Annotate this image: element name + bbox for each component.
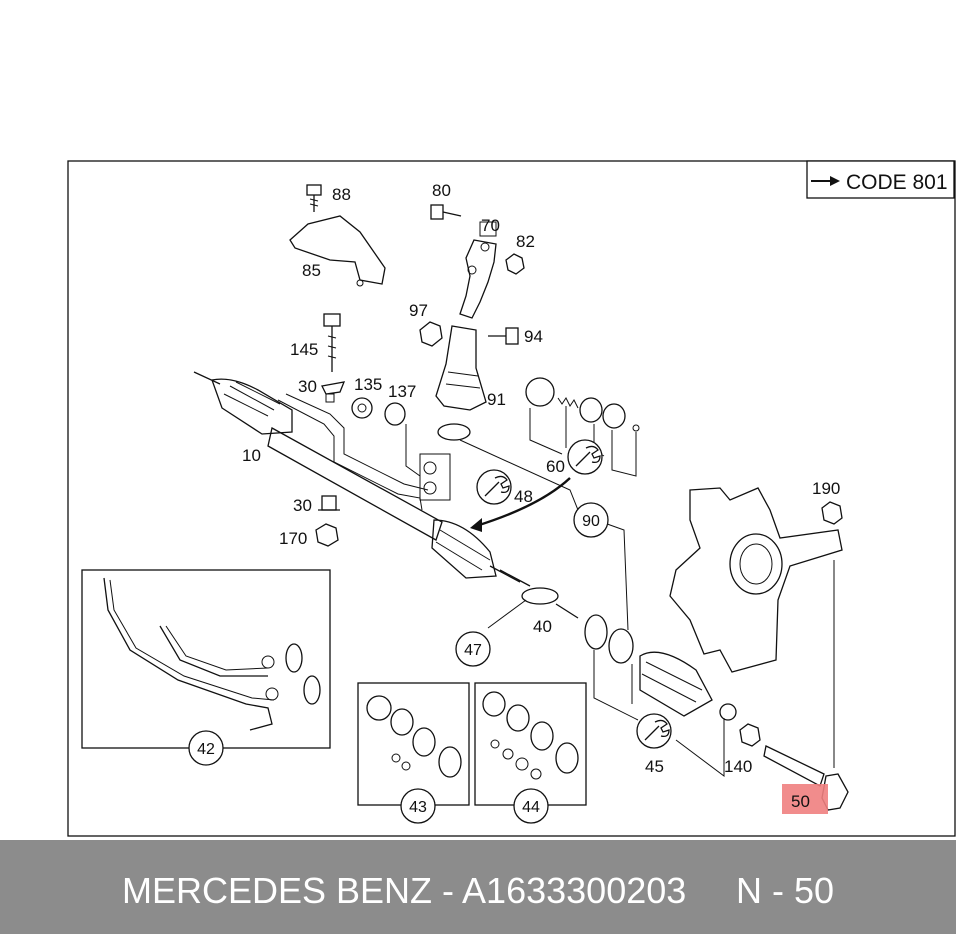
part-140-clamp <box>719 703 737 721</box>
part-190-nut <box>821 501 843 525</box>
part-45-boot <box>639 651 713 717</box>
label-30-bottom: 30 <box>293 496 312 515</box>
wrench-icon <box>567 439 603 475</box>
part-30-clip <box>321 381 346 395</box>
part-44-seal-kit-box <box>474 682 587 806</box>
label-70: 70 <box>481 216 500 235</box>
callout-47: 47 <box>455 631 491 667</box>
callout-44: 44 <box>513 788 549 824</box>
label-94: 94 <box>524 327 543 346</box>
highlight-part-50 <box>782 784 828 814</box>
part-washer <box>437 423 471 441</box>
label-91: 91 <box>487 390 506 409</box>
steering-knuckle <box>669 487 843 673</box>
wrench-icon <box>476 469 512 505</box>
label-30-top: 30 <box>298 377 317 396</box>
label-82: 82 <box>516 232 535 251</box>
part-cap <box>525 377 555 407</box>
label-135: 135 <box>354 375 382 394</box>
part-ring <box>579 397 603 423</box>
diagram-frame <box>67 160 956 837</box>
part-91-boot <box>435 325 487 411</box>
part-137-seal <box>384 402 406 426</box>
label-60: 60 <box>546 457 565 476</box>
part-spring <box>557 397 579 409</box>
part-145-bolt <box>323 313 341 372</box>
part-135-fitting <box>351 397 373 419</box>
label-145: 145 <box>290 340 318 359</box>
part-seal <box>602 403 626 429</box>
label-10: 10 <box>242 446 261 465</box>
part-94-bolt <box>488 327 519 345</box>
label-137: 137 <box>388 382 416 401</box>
code-box-label: CODE 801 <box>846 171 948 194</box>
part-82-nut <box>505 253 525 275</box>
part-30-bushing <box>318 495 340 511</box>
part-boot-ring <box>584 614 608 650</box>
label-42: 42 <box>197 741 215 758</box>
label-90: 90 <box>582 513 600 530</box>
label-43: 43 <box>409 799 427 816</box>
label-40: 40 <box>533 617 552 636</box>
label-80: 80 <box>432 181 451 200</box>
arrow-right-icon <box>830 176 840 186</box>
part-97-nut <box>419 321 443 347</box>
label-44: 44 <box>522 799 540 816</box>
label-88: 88 <box>332 185 351 204</box>
part-70-steering-joint <box>459 239 497 319</box>
label-140: 140 <box>724 757 752 776</box>
footer-part-number: MERCEDES BENZ - A1633300203 <box>122 870 687 911</box>
part-88-bolt <box>306 184 322 212</box>
part-50-tie-rod-end <box>763 745 825 787</box>
part-42-box <box>81 569 331 749</box>
label-45: 45 <box>645 757 664 776</box>
part-tie-rod-nut <box>739 723 761 747</box>
callout-90: 90 <box>573 502 609 538</box>
label-190: 190 <box>812 479 840 498</box>
wrench-icon <box>636 713 672 749</box>
part-boot-clamp <box>608 628 634 664</box>
callout-42: 42 <box>188 730 224 766</box>
label-170: 170 <box>279 529 307 548</box>
code-box: CODE 801 <box>806 160 955 199</box>
leader-lines <box>205 406 835 806</box>
part-80-bolt <box>430 204 462 220</box>
label-50: 50 <box>791 792 810 811</box>
footer-page-label: N - 50 <box>736 870 835 911</box>
label-97: 97 <box>409 301 428 320</box>
label-85: 85 <box>302 261 321 280</box>
label-47: 47 <box>464 642 482 659</box>
part-40-tie-rod <box>499 569 579 619</box>
part-10-steering-rack <box>193 371 521 583</box>
footer-text: MERCEDES BENZ - A1633300203 N - 50 <box>0 840 956 934</box>
callout-43: 43 <box>400 788 436 824</box>
part-170-nut <box>315 523 339 547</box>
label-48: 48 <box>514 487 533 506</box>
footer-bar: MERCEDES BENZ - A1633300203 N - 50 <box>0 840 956 934</box>
arrow-to-rack <box>475 477 571 528</box>
part-85-cover <box>289 215 386 285</box>
steering-rack-diagram: CODE 801 <box>67 160 956 837</box>
